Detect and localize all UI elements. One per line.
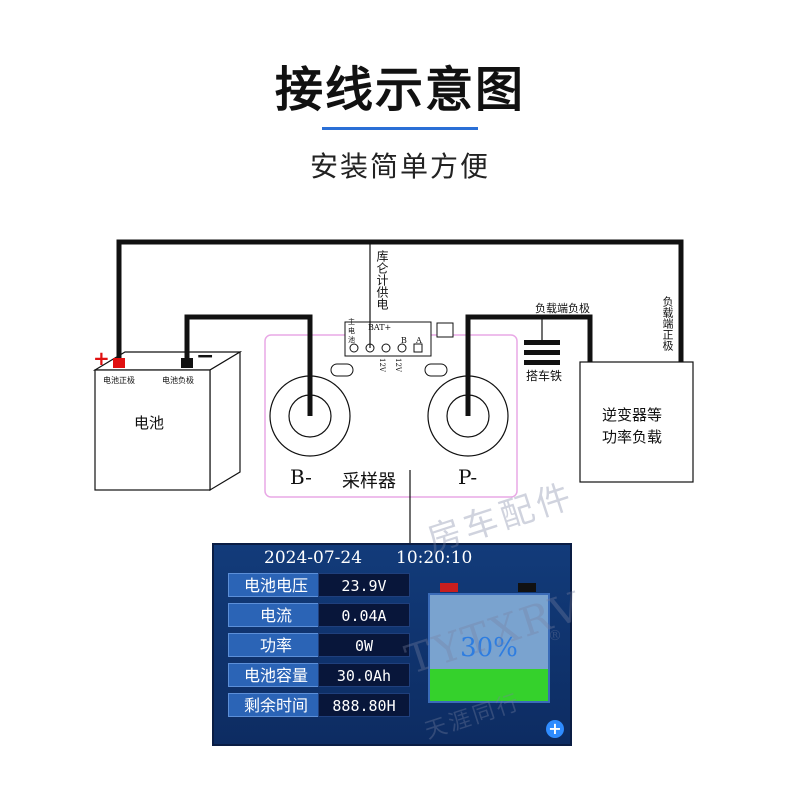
meter-display: 2024-07-24 10:20:10 电池电压 23.9V 电流 0.04A … [212, 543, 572, 746]
capacity-label: 电池容量 [228, 663, 324, 687]
inverter-label-line2: 功率负载 [602, 428, 663, 446]
load-positive-label: 负载端正极 [661, 296, 674, 351]
battery-box [92, 350, 243, 492]
sampler-label: 采样器 [342, 471, 396, 492]
port-12v-label-2: 12V [394, 358, 402, 372]
load-negative-label: 负载端负极 [535, 302, 590, 315]
battery-level-fill [430, 669, 548, 701]
battery-label: 电池 [134, 414, 165, 432]
battery-positive-label: 电池正极 [103, 376, 135, 385]
current-label: 电流 [228, 603, 324, 627]
meter-power-label: 库仑计供电 [375, 250, 389, 310]
display-date: 2024-07-24 [264, 548, 363, 568]
page-title: 接线示意图 [274, 62, 525, 118]
power-value: 0W [318, 633, 410, 657]
chassis-bar-1 [524, 340, 560, 345]
connector-small-port [436, 322, 454, 338]
inverter-label-line1: 逆变器等 [602, 406, 663, 424]
p-minus-label: P- [458, 465, 478, 489]
power-label: 功率 [228, 633, 324, 657]
chassis-bar-3 [524, 360, 560, 365]
registered-mark: ® [548, 628, 562, 644]
mount-slot-left [330, 363, 354, 377]
display-positive-terminal [440, 583, 458, 592]
connector-pin-5 [413, 343, 423, 353]
b-minus-label: B- [290, 465, 312, 489]
wire-load-negative [465, 314, 593, 416]
bat-plus-label: BAT+ [368, 323, 392, 332]
wire-battery-negative [184, 314, 313, 416]
battery-positive-terminal [113, 358, 125, 368]
voltage-value: 23.9V [318, 573, 410, 597]
minus-sign: − [196, 343, 215, 369]
current-value: 0.04A [318, 603, 410, 627]
mount-slot-right [424, 363, 448, 377]
add-button[interactable]: + [546, 720, 564, 738]
connector-pin-1 [349, 343, 359, 353]
display-time: 10:20:10 [396, 548, 473, 568]
battery-level-gauge: 30% [428, 593, 550, 703]
page-subtitle: 安装简单方便 [309, 150, 490, 183]
voltage-label: 电池电压 [228, 573, 324, 597]
battery-negative-terminal [181, 358, 193, 368]
chassis-bar-2 [524, 350, 560, 355]
wires [116, 239, 684, 416]
port-a-label: A [416, 336, 422, 345]
display-negative-terminal [518, 583, 536, 592]
capacity-value: 30.0Ah [318, 663, 410, 687]
main-battery-label: 主电池 [348, 318, 355, 344]
battery-negative-label: 电池负极 [162, 376, 194, 385]
port-b-label: B [401, 336, 407, 345]
remaining-time-label: 剩余时间 [228, 693, 324, 717]
connector-pin-4 [397, 343, 407, 353]
chassis-label: 搭车铁 [526, 369, 563, 383]
title-underline [322, 127, 478, 130]
remaining-time-value: 888.80H [318, 693, 410, 717]
inverter-box [579, 361, 694, 483]
connector-pin-3 [381, 343, 391, 353]
wire-positive [116, 239, 684, 362]
battery-percent: 30% [460, 633, 518, 663]
port-12v-label-1: 12V [378, 358, 386, 372]
plus-sign: + [93, 346, 110, 370]
